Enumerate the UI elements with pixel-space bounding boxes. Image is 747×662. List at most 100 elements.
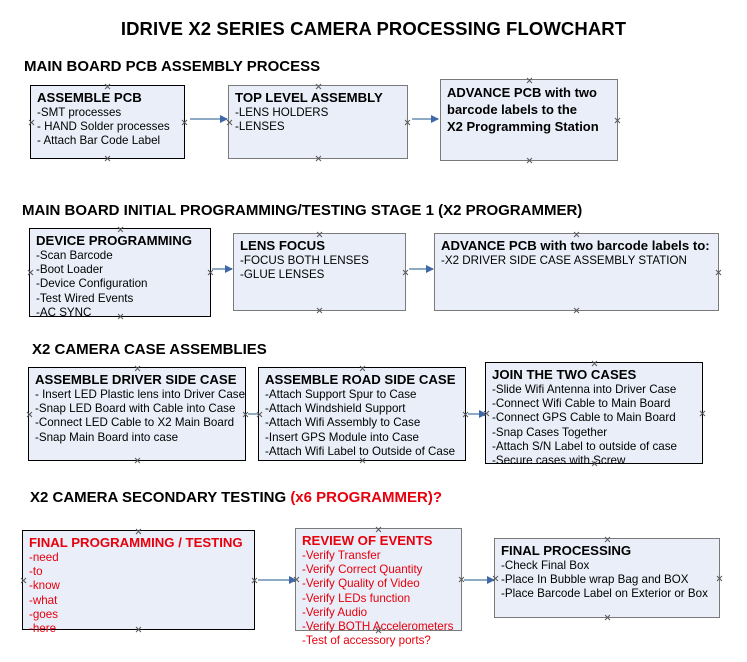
box-title: LENS FOCUS [240, 238, 325, 253]
connection-handle-right [614, 117, 621, 124]
box-title: ASSEMBLE DRIVER SIDE CASE [35, 372, 237, 387]
box-line: -Place Barcode Label on Exterior or Box [501, 587, 708, 601]
connection-handle-bottom [316, 307, 323, 314]
box-body: -Slide Wifi Antenna into Driver Case -Co… [492, 383, 697, 468]
connection-handle-top [316, 231, 323, 238]
box-body: ADVANCE PCB with two barcode labels to t… [447, 84, 612, 135]
box-line: -know [29, 579, 60, 593]
box-body: - Insert LED Plastic lens into Driver Ca… [35, 388, 245, 445]
connection-handle-top [117, 226, 124, 233]
section-heading-4-accent: (x6 PROGRAMMER)? [290, 489, 442, 506]
connection-handle-left [28, 119, 35, 126]
box-title: FINAL PROCESSING [501, 543, 632, 558]
box-body: -Verify Transfer -Verify Correct Quantit… [302, 549, 456, 648]
section-heading-1: MAIN BOARD PCB ASSEMBLY PROCESS [24, 58, 320, 75]
connection-handle-right [715, 269, 722, 276]
box-line: -Boot Loader [36, 263, 104, 277]
connection-handle-top [591, 360, 598, 367]
section-heading-1-text: MAIN BOARD PCB ASSEMBLY PROCESS [24, 58, 321, 75]
connection-handle-left [27, 269, 34, 276]
box-line: -goes [29, 607, 59, 621]
process-box-advance-pcb-driver-side[interactable]: ADVANCE PCB with two barcode labels to: … [434, 233, 719, 311]
section-heading-4-text: X2 CAMERA SECONDARY TESTING [30, 489, 291, 506]
box-body: -Scan Barcode -Boot Loader -Device Confi… [36, 249, 205, 320]
box-line: ADVANCE PCB with two [447, 85, 597, 100]
box-body: -LENS HOLDERS -LENSES [235, 106, 402, 134]
arrow-device-programming-to-lens-focus [212, 264, 233, 273]
process-box-advance-pcb-programming-station[interactable]: ADVANCE PCB with two barcode labels to t… [440, 79, 618, 161]
connection-handle-right [181, 119, 188, 126]
box-line: -SMT processes [37, 106, 122, 119]
box-line: -Insert GPS Module into Case [265, 430, 420, 444]
box-line: -to [29, 565, 43, 579]
connection-handle-bottom [526, 157, 533, 164]
box-line: -FOCUS BOTH LENSES [240, 254, 369, 267]
box-title: FINAL PROGRAMMING / TESTING [29, 535, 243, 550]
box-line: -Connect Wifi Cable to Main Board [492, 397, 671, 411]
connection-handle-top [135, 528, 142, 535]
section-heading-3-text: X2 CAMERA CASE ASSEMBLIES [32, 341, 267, 358]
process-box-final-programming-testing[interactable]: FINAL PROGRAMMING / TESTING -need -to -k… [22, 528, 258, 635]
process-box-lens-focus[interactable]: LENS FOCUS -FOCUS BOTH LENSES -GLUE LENS… [233, 233, 406, 311]
connection-handle-top [104, 83, 111, 90]
connection-handle-left [26, 411, 33, 418]
box-line: -Place In Bubble wrap Bag and BOX [501, 573, 689, 587]
connection-handle-right [404, 119, 411, 126]
box-title: ASSEMBLE ROAD SIDE CASE [265, 372, 456, 387]
box-line: -Connect GPS Cable to Main Board [492, 411, 676, 425]
box-line: -Slide Wifi Antenna into Driver Case [492, 383, 677, 396]
connection-handle-top [573, 231, 580, 238]
box-line: - Attach Bar Code Label [37, 134, 161, 148]
box-line: -Scan Barcode [36, 249, 113, 262]
section-heading-3: X2 CAMERA CASE ASSEMBLIES [32, 341, 267, 358]
connection-handle-bottom [573, 307, 580, 314]
connection-handle-bottom [134, 457, 141, 464]
process-box-join-the-two-cases[interactable]: JOIN THE TWO CASES -Slide Wifi Antenna i… [485, 360, 703, 467]
box-line: -here [29, 622, 57, 636]
section-heading-4: X2 CAMERA SECONDARY TESTING (x6 PROGRAMM… [30, 489, 442, 506]
box-line: barcode labels to the [447, 102, 578, 117]
box-line: -Snap Main Board into case [35, 430, 179, 444]
arrow-lens-focus-to-advance-pcb [409, 264, 434, 273]
box-body: -need -to -know -what -goes -here [29, 551, 249, 636]
box-line: -Attach S/N Label to outside of case [492, 439, 677, 453]
process-box-assemble-pcb[interactable]: ASSEMBLE PCB -SMT processes - HAND Solde… [30, 85, 185, 159]
connection-handle-bottom [104, 155, 111, 162]
arrow-road-case-to-join-cases [468, 409, 487, 418]
box-line: -Secure cases with Screw [492, 454, 626, 468]
box-line: -Attach Windshield Support [265, 402, 406, 416]
box-line: -Check Final Box [501, 559, 590, 572]
box-title: DEVICE PROGRAMMING [36, 233, 193, 248]
connection-handle-top [359, 365, 366, 372]
page-title: IDRIVE X2 SERIES CAMERA PROCESSING FLOWC… [120, 18, 627, 39]
box-body: -SMT processes - HAND Solder processes -… [37, 106, 179, 149]
connection-handle-right [251, 577, 258, 584]
box-line: -Attach Wifi Label to Outside of Case [265, 444, 456, 458]
connection-handle-top [526, 77, 533, 84]
process-box-final-processing[interactable]: FINAL PROCESSING -Check Final Box -Place… [494, 538, 720, 618]
box-body: -Attach Support Spur to Case -Attach Win… [265, 388, 460, 459]
box-line: -LENSES [235, 120, 285, 134]
process-box-assemble-driver-side-case[interactable]: ASSEMBLE DRIVER SIDE CASE - Insert LED P… [28, 367, 246, 461]
box-line-overflow: -Test of accessory ports? [302, 634, 431, 648]
box-body: -X2 DRIVER SIDE CASE ASSEMBLY STATION [441, 254, 713, 268]
connection-handle-top [375, 526, 382, 533]
box-line: -Verify Audio [302, 605, 368, 619]
section-heading-2-text: MAIN BOARD INITIAL PROGRAMMING/TESTING S… [22, 202, 583, 219]
box-title: REVIEW OF EVENTS [302, 533, 433, 548]
section-heading-2: MAIN BOARD INITIAL PROGRAMMING/TESTING S… [22, 202, 582, 219]
box-line: -Verify LEDs function [302, 591, 411, 605]
process-box-device-programming[interactable]: DEVICE PROGRAMMING -Scan Barcode -Boot L… [27, 226, 211, 320]
box-line: -Test Wired Events [36, 291, 134, 305]
process-box-review-of-events[interactable]: REVIEW OF EVENTS -Verify Transfer -Verif… [295, 526, 462, 647]
box-line: -Verify BOTH Accelerometers [302, 620, 454, 634]
connection-handle-bottom [604, 614, 611, 621]
process-box-assemble-road-side-case[interactable]: ASSEMBLE ROAD SIDE CASE -Attach Support … [258, 367, 466, 461]
connection-handle-top [315, 83, 322, 90]
process-box-top-level-assembly[interactable]: TOP LEVEL ASSEMBLY -LENS HOLDERS -LENSES [228, 85, 408, 159]
box-title: TOP LEVEL ASSEMBLY [235, 90, 383, 105]
connection-handle-top [134, 365, 141, 372]
arrow-final-programming-to-review-of-events [258, 575, 297, 584]
connection-handle-top [604, 536, 611, 543]
